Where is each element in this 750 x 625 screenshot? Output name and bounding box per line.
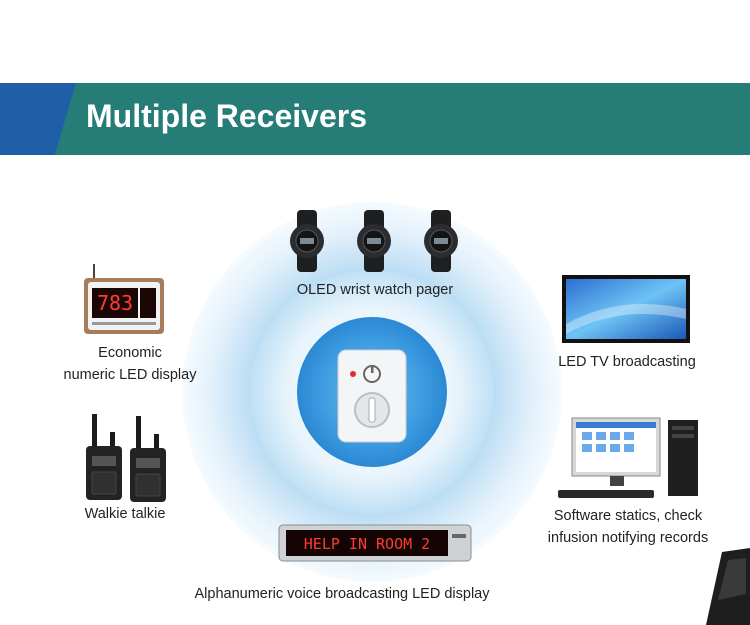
- led-scroll-message: HELP IN ROOM 2: [304, 535, 430, 553]
- led-tv-label: LED TV broadcasting: [558, 354, 696, 370]
- numeric-led-display-icon: 783: [84, 264, 164, 334]
- page-title: Multiple Receivers: [86, 98, 367, 134]
- software-label-line2: infusion notifying records: [547, 530, 709, 546]
- alphanumeric-display-label: Alphanumeric voice broadcasting LED disp…: [194, 586, 490, 602]
- led-tv-icon: [562, 275, 690, 343]
- header-banner: Multiple Receivers: [0, 83, 750, 155]
- walkie-talkie-icon: [86, 414, 122, 500]
- wrist-watch-icon: [290, 210, 324, 272]
- partial-device-icon: [706, 548, 750, 625]
- numeric-display-digits: 783: [97, 291, 133, 315]
- wrist-watch-icon: [424, 210, 458, 272]
- wrist-watch-icon: [357, 210, 391, 272]
- software-label-line1: Software statics, check: [553, 508, 703, 524]
- watch-pager-label: OLED wrist watch pager: [296, 282, 454, 298]
- numeric-display-label-line1: Economic: [98, 345, 162, 361]
- numeric-display-label-line2: numeric LED display: [63, 367, 197, 383]
- walkie-talkie-label: Walkie talkie: [84, 506, 166, 522]
- alphanumeric-led-display-icon: HELP IN ROOM 2: [278, 524, 472, 562]
- computer-icon: [558, 417, 698, 498]
- walkie-talkie-icon: [130, 416, 166, 502]
- call-button-device-icon: [337, 349, 407, 443]
